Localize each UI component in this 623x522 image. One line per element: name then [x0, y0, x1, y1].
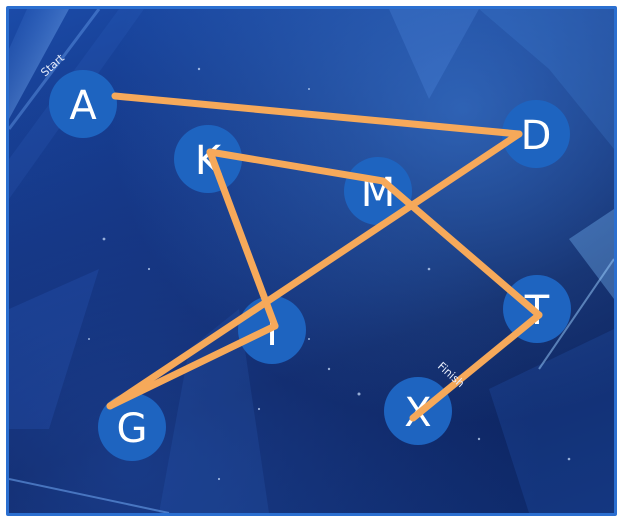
node-a-label: A	[69, 83, 97, 129]
nodes-layer: A D K M T I G	[49, 70, 571, 461]
path-segment-a-d	[111, 92, 523, 138]
puzzle-canvas: A D K M T I G	[9, 9, 614, 513]
path-segment-m-t	[379, 177, 543, 319]
puzzle-board: A D K M T I G	[6, 6, 617, 516]
path-segment-d-g	[106, 130, 523, 410]
node-g-label: G	[117, 406, 148, 452]
path-segment-t-x	[409, 311, 543, 422]
node-a[interactable]: A	[49, 70, 117, 138]
path-segment-g-i	[106, 322, 279, 410]
path-segment-i-k	[206, 148, 279, 330]
node-i-label: I	[266, 309, 278, 355]
node-g[interactable]: G	[98, 393, 166, 461]
node-d-label: D	[521, 113, 552, 159]
path-segment-k-m	[206, 148, 387, 185]
background-decoration	[9, 9, 614, 513]
connection-path	[106, 92, 543, 422]
node-d[interactable]: D	[502, 100, 570, 168]
